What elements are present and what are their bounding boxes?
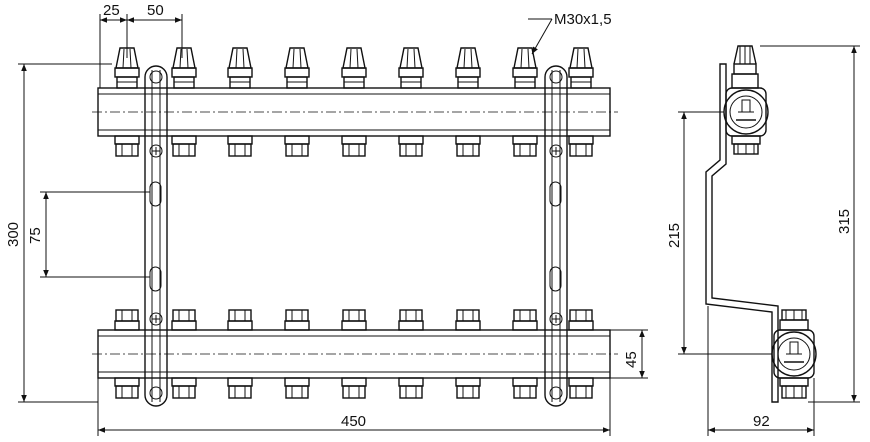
dim-port-offset: 25: [103, 2, 120, 19]
dim-thread: M30x1,5: [554, 11, 612, 28]
dim-port-pitch: 50: [147, 2, 164, 19]
outlet-fitting: [171, 135, 197, 157]
regulator-valve: [398, 47, 424, 89]
regulator-valve: [512, 47, 538, 89]
front-view: 25 50 M30x1,5 300 75 450 45: [5, 2, 648, 436]
dim-side-total-height: 315: [836, 209, 853, 234]
regulator-valve: [114, 47, 140, 89]
inlet-fitting: [171, 309, 197, 331]
dim-side-inner-height: 215: [666, 223, 683, 248]
outlet-fitting: [512, 377, 538, 399]
inlet-fitting: [512, 309, 538, 331]
bottom-outlet-row: [114, 377, 594, 399]
inlet-fitting: [341, 309, 367, 331]
side-view: 215 315 92: [666, 45, 860, 436]
outlet-fitting: [568, 135, 594, 157]
outlet-fitting: [171, 377, 197, 399]
dim-total-width: 450: [341, 413, 366, 430]
outlet-fitting: [398, 135, 424, 157]
outlet-fitting: [568, 377, 594, 399]
outlet-fitting: [284, 377, 310, 399]
regulator-valve: [568, 47, 594, 89]
right-bracket: [544, 65, 568, 407]
inlet-fitting: [227, 309, 253, 331]
top-regulator-row: [114, 47, 594, 89]
outlet-fitting: [341, 135, 367, 157]
outlet-fitting: [114, 135, 140, 157]
inlet-fitting: [284, 309, 310, 331]
regulator-valve: [227, 47, 253, 89]
inlet-fitting: [398, 309, 424, 331]
inlet-fitting: [568, 309, 594, 331]
outlet-fitting: [455, 377, 481, 399]
outlet-fitting: [227, 377, 253, 399]
dim-bar-height: 45: [623, 351, 640, 368]
bottom-inlet-row: [114, 309, 594, 331]
outlet-fitting: [455, 135, 481, 157]
left-bracket: [144, 65, 168, 407]
outlet-fitting: [398, 377, 424, 399]
outlet-fitting: [227, 135, 253, 157]
outlet-fitting: [284, 135, 310, 157]
outlet-fitting: [114, 377, 140, 399]
dim-bracket-slot: 75: [27, 227, 44, 244]
dim-side-depth: 92: [753, 413, 770, 430]
inlet-fitting: [455, 309, 481, 331]
outlet-fitting: [341, 377, 367, 399]
inlet-fitting: [114, 309, 140, 331]
regulator-valve: [341, 47, 367, 89]
regulator-valve: [284, 47, 310, 89]
outlet-fitting: [512, 135, 538, 157]
regulator-valve: [171, 47, 197, 89]
regulator-valve: [455, 47, 481, 89]
top-outlet-row: [114, 135, 594, 157]
dim-total-height: 300: [5, 222, 22, 247]
